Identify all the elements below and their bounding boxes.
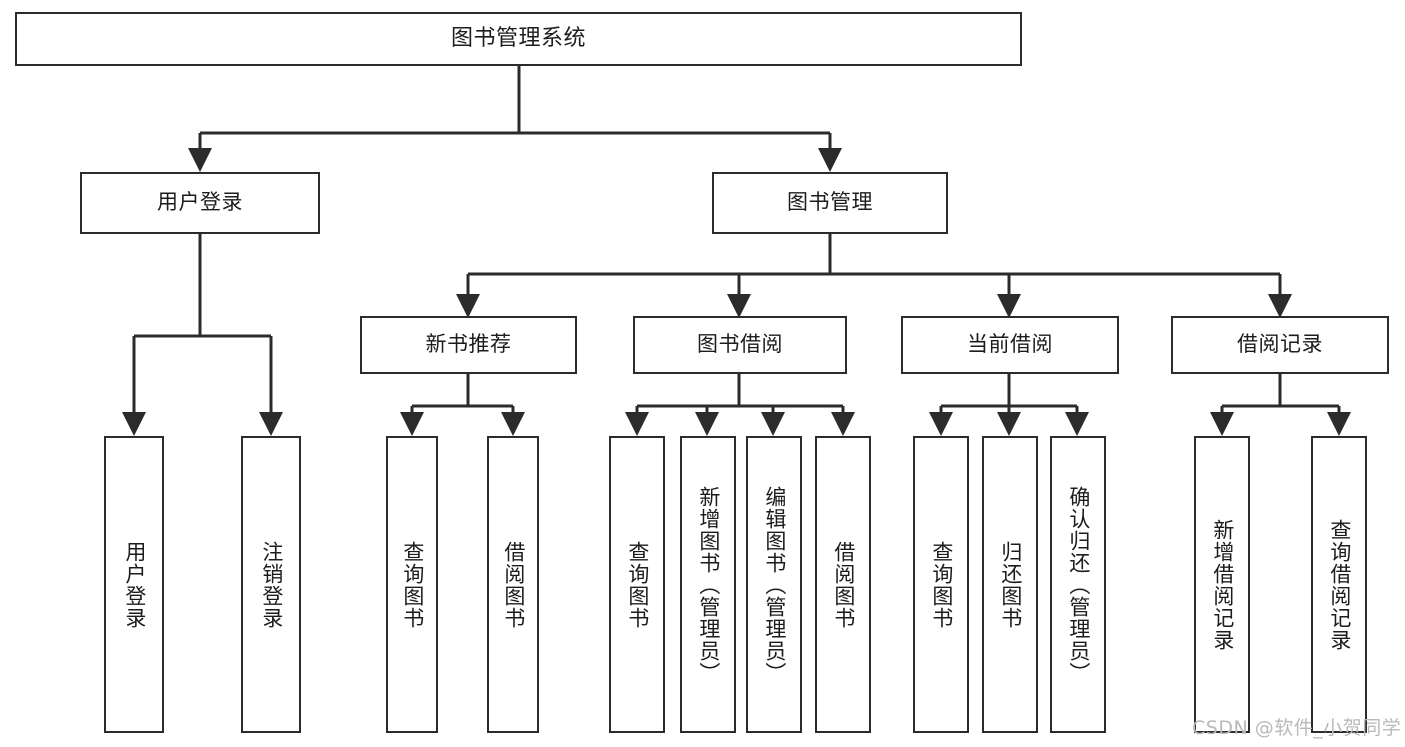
node-label: 查询图书 xyxy=(400,540,425,629)
node-label: 图书借阅 xyxy=(697,332,783,357)
node-leaf-borrow-book-2[interactable]: 借阅图书 xyxy=(815,436,871,733)
node-borrow-record[interactable]: 借阅记录 xyxy=(1171,316,1389,374)
node-leaf-confirm-return-admin[interactable]: 确认归还（管理员） xyxy=(1050,436,1106,733)
node-label: 用户登录 xyxy=(157,190,243,215)
node-leaf-borrow-book-1[interactable]: 借阅图书 xyxy=(487,436,539,733)
node-leaf-query-borrow-record[interactable]: 查询借阅记录 xyxy=(1311,436,1367,733)
node-label: 借阅图书 xyxy=(831,540,856,629)
node-current-borrow[interactable]: 当前借阅 xyxy=(901,316,1119,374)
node-label: 注销登录 xyxy=(259,540,284,629)
node-user-login[interactable]: 用户登录 xyxy=(80,172,320,234)
node-label: 新增借阅记录 xyxy=(1210,518,1235,651)
node-label: 图书管理系统 xyxy=(450,25,586,51)
node-leaf-add-book-admin[interactable]: 新增图书（管理员） xyxy=(680,436,736,733)
node-label: 借阅图书 xyxy=(501,540,526,629)
node-label: 新增图书（管理员） xyxy=(696,485,721,684)
node-leaf-logout-login[interactable]: 注销登录 xyxy=(241,436,301,733)
node-leaf-user-login[interactable]: 用户登录 xyxy=(104,436,164,733)
node-book-management[interactable]: 图书管理 xyxy=(712,172,948,234)
node-leaf-query-book-3[interactable]: 查询图书 xyxy=(913,436,969,733)
node-label: 当前借阅 xyxy=(967,332,1053,357)
node-label: 查询图书 xyxy=(929,540,954,629)
node-label: 用户登录 xyxy=(122,540,147,629)
watermark-text: CSDN @软件_小贺同学 xyxy=(1192,717,1402,739)
node-leaf-query-book-1[interactable]: 查询图书 xyxy=(386,436,438,733)
node-root-book-management-system[interactable]: 图书管理系统 xyxy=(15,12,1022,66)
node-label: 图书管理 xyxy=(787,190,873,215)
node-label: 借阅记录 xyxy=(1237,332,1323,357)
node-book-borrow[interactable]: 图书借阅 xyxy=(633,316,847,374)
node-label: 确认归还（管理员） xyxy=(1066,485,1091,684)
node-label: 编辑图书（管理员） xyxy=(762,485,787,684)
node-leaf-edit-book-admin[interactable]: 编辑图书（管理员） xyxy=(746,436,802,733)
node-new-book-recommend[interactable]: 新书推荐 xyxy=(360,316,577,374)
node-leaf-query-book-2[interactable]: 查询图书 xyxy=(609,436,665,733)
node-label: 查询借阅记录 xyxy=(1327,518,1352,651)
node-leaf-return-book[interactable]: 归还图书 xyxy=(982,436,1038,733)
node-leaf-add-borrow-record[interactable]: 新增借阅记录 xyxy=(1194,436,1250,733)
node-label: 新书推荐 xyxy=(425,332,512,357)
node-label: 查询图书 xyxy=(625,540,650,629)
node-label: 归还图书 xyxy=(998,540,1023,629)
